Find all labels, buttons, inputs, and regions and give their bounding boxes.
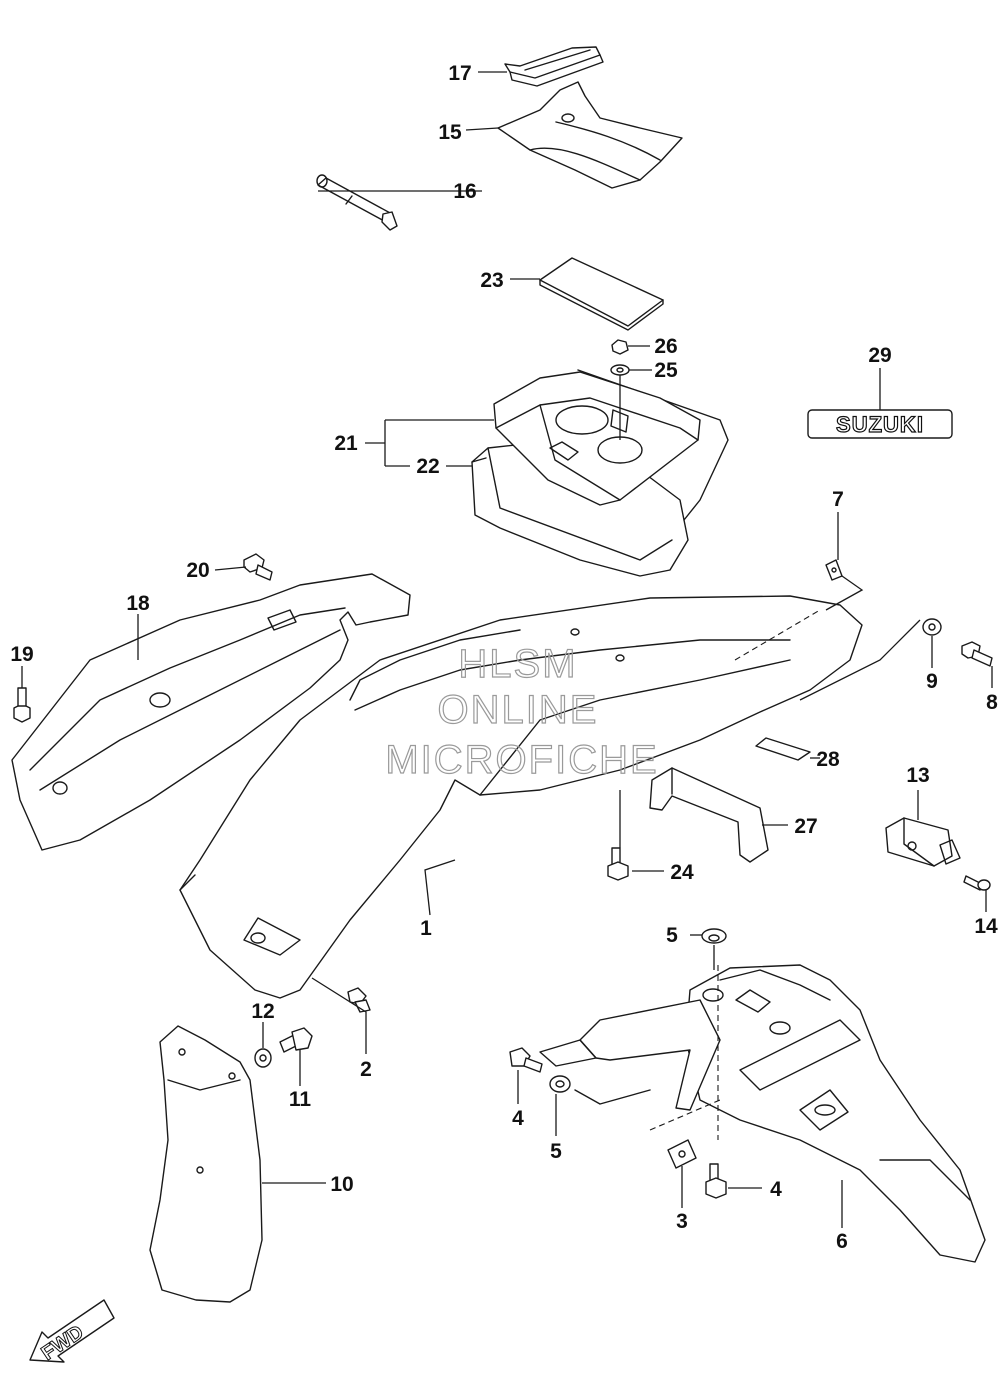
part-20-bolt xyxy=(243,553,273,581)
part-13-relay xyxy=(885,817,961,867)
callout-25: 25 xyxy=(654,359,678,382)
callout-28: 28 xyxy=(816,748,840,771)
part-10-mud-flap xyxy=(149,1025,263,1303)
part-11-bolt xyxy=(279,1027,313,1053)
callout-23: 23 xyxy=(480,269,503,292)
callout-5-lower: 5 xyxy=(550,1140,562,1163)
part-2-bolt xyxy=(347,987,371,1013)
part-5-grommet-upper xyxy=(701,928,727,944)
part-17-strap xyxy=(504,46,604,87)
part-9-washer xyxy=(922,618,942,636)
callout-18: 18 xyxy=(126,592,150,615)
part-4-bolt-left xyxy=(509,1047,543,1073)
part-1-rear-fender xyxy=(179,595,863,999)
part-5-grommet-lower xyxy=(549,1075,651,1105)
callout-3: 3 xyxy=(676,1210,688,1233)
callout-20: 20 xyxy=(186,559,209,582)
callout-22: 22 xyxy=(416,455,439,478)
emblem-text: SUZUKI xyxy=(836,412,924,437)
part-12-washer xyxy=(254,1048,272,1068)
callout-6: 6 xyxy=(836,1230,848,1253)
callout-27: 27 xyxy=(794,815,817,838)
watermark-line-3: MICROFICHE xyxy=(385,738,658,782)
callout-7: 7 xyxy=(832,488,844,511)
callout-14: 14 xyxy=(974,915,998,938)
callout-10: 10 xyxy=(330,1173,353,1196)
watermark-line-2: ONLINE xyxy=(438,688,599,732)
callout-12: 12 xyxy=(251,1000,274,1023)
part-28-pad xyxy=(755,737,811,761)
callout-1: 1 xyxy=(420,917,432,940)
part-21-tool-box xyxy=(493,371,701,506)
part-25-washer xyxy=(610,364,630,376)
callout-24: 24 xyxy=(670,861,694,884)
part-24-bolt xyxy=(607,847,629,881)
callout-11: 11 xyxy=(289,1088,312,1111)
part-19-bolt xyxy=(13,687,31,723)
callout-8: 8 xyxy=(986,691,998,714)
callout-15: 15 xyxy=(438,121,462,144)
part-4-bolt-lower xyxy=(705,1163,727,1199)
part-15-tool-bag xyxy=(497,81,683,189)
watermark: HLSM ONLINE MICROFICHE xyxy=(385,641,658,782)
leader-lines xyxy=(21,71,993,1228)
part-27-handle xyxy=(649,767,769,863)
part-16-spanner xyxy=(316,174,398,231)
callout-17: 17 xyxy=(448,62,471,85)
part-18-side-cover xyxy=(11,573,411,851)
callout-16: 16 xyxy=(453,180,476,203)
callout-4-left: 4 xyxy=(512,1107,524,1130)
fwd-arrow-icon: FWD xyxy=(29,1299,115,1365)
callout-2: 2 xyxy=(360,1058,372,1081)
part-6-rear-frame xyxy=(539,964,986,1263)
callouts: 17 15 16 23 26 25 29 21 22 7 20 18 19 9 … xyxy=(10,62,998,1253)
part-14-screw xyxy=(963,875,991,891)
part-23-manual xyxy=(539,257,664,331)
callout-19: 19 xyxy=(10,643,33,666)
callout-4-lower: 4 xyxy=(770,1178,782,1201)
callout-26: 26 xyxy=(654,335,677,358)
callout-21: 21 xyxy=(334,432,358,455)
callout-29: 29 xyxy=(868,344,891,367)
callout-5-upper: 5 xyxy=(666,924,678,947)
part-29-emblem: SUZUKI xyxy=(807,409,953,439)
callout-9: 9 xyxy=(926,670,938,693)
callout-13: 13 xyxy=(906,764,929,787)
part-7-clip xyxy=(825,559,843,581)
part-3-clip xyxy=(667,1139,697,1169)
part-26-nut xyxy=(611,339,629,355)
watermark-line-1: HLSM xyxy=(458,642,577,686)
part-8-bolt xyxy=(961,641,993,667)
